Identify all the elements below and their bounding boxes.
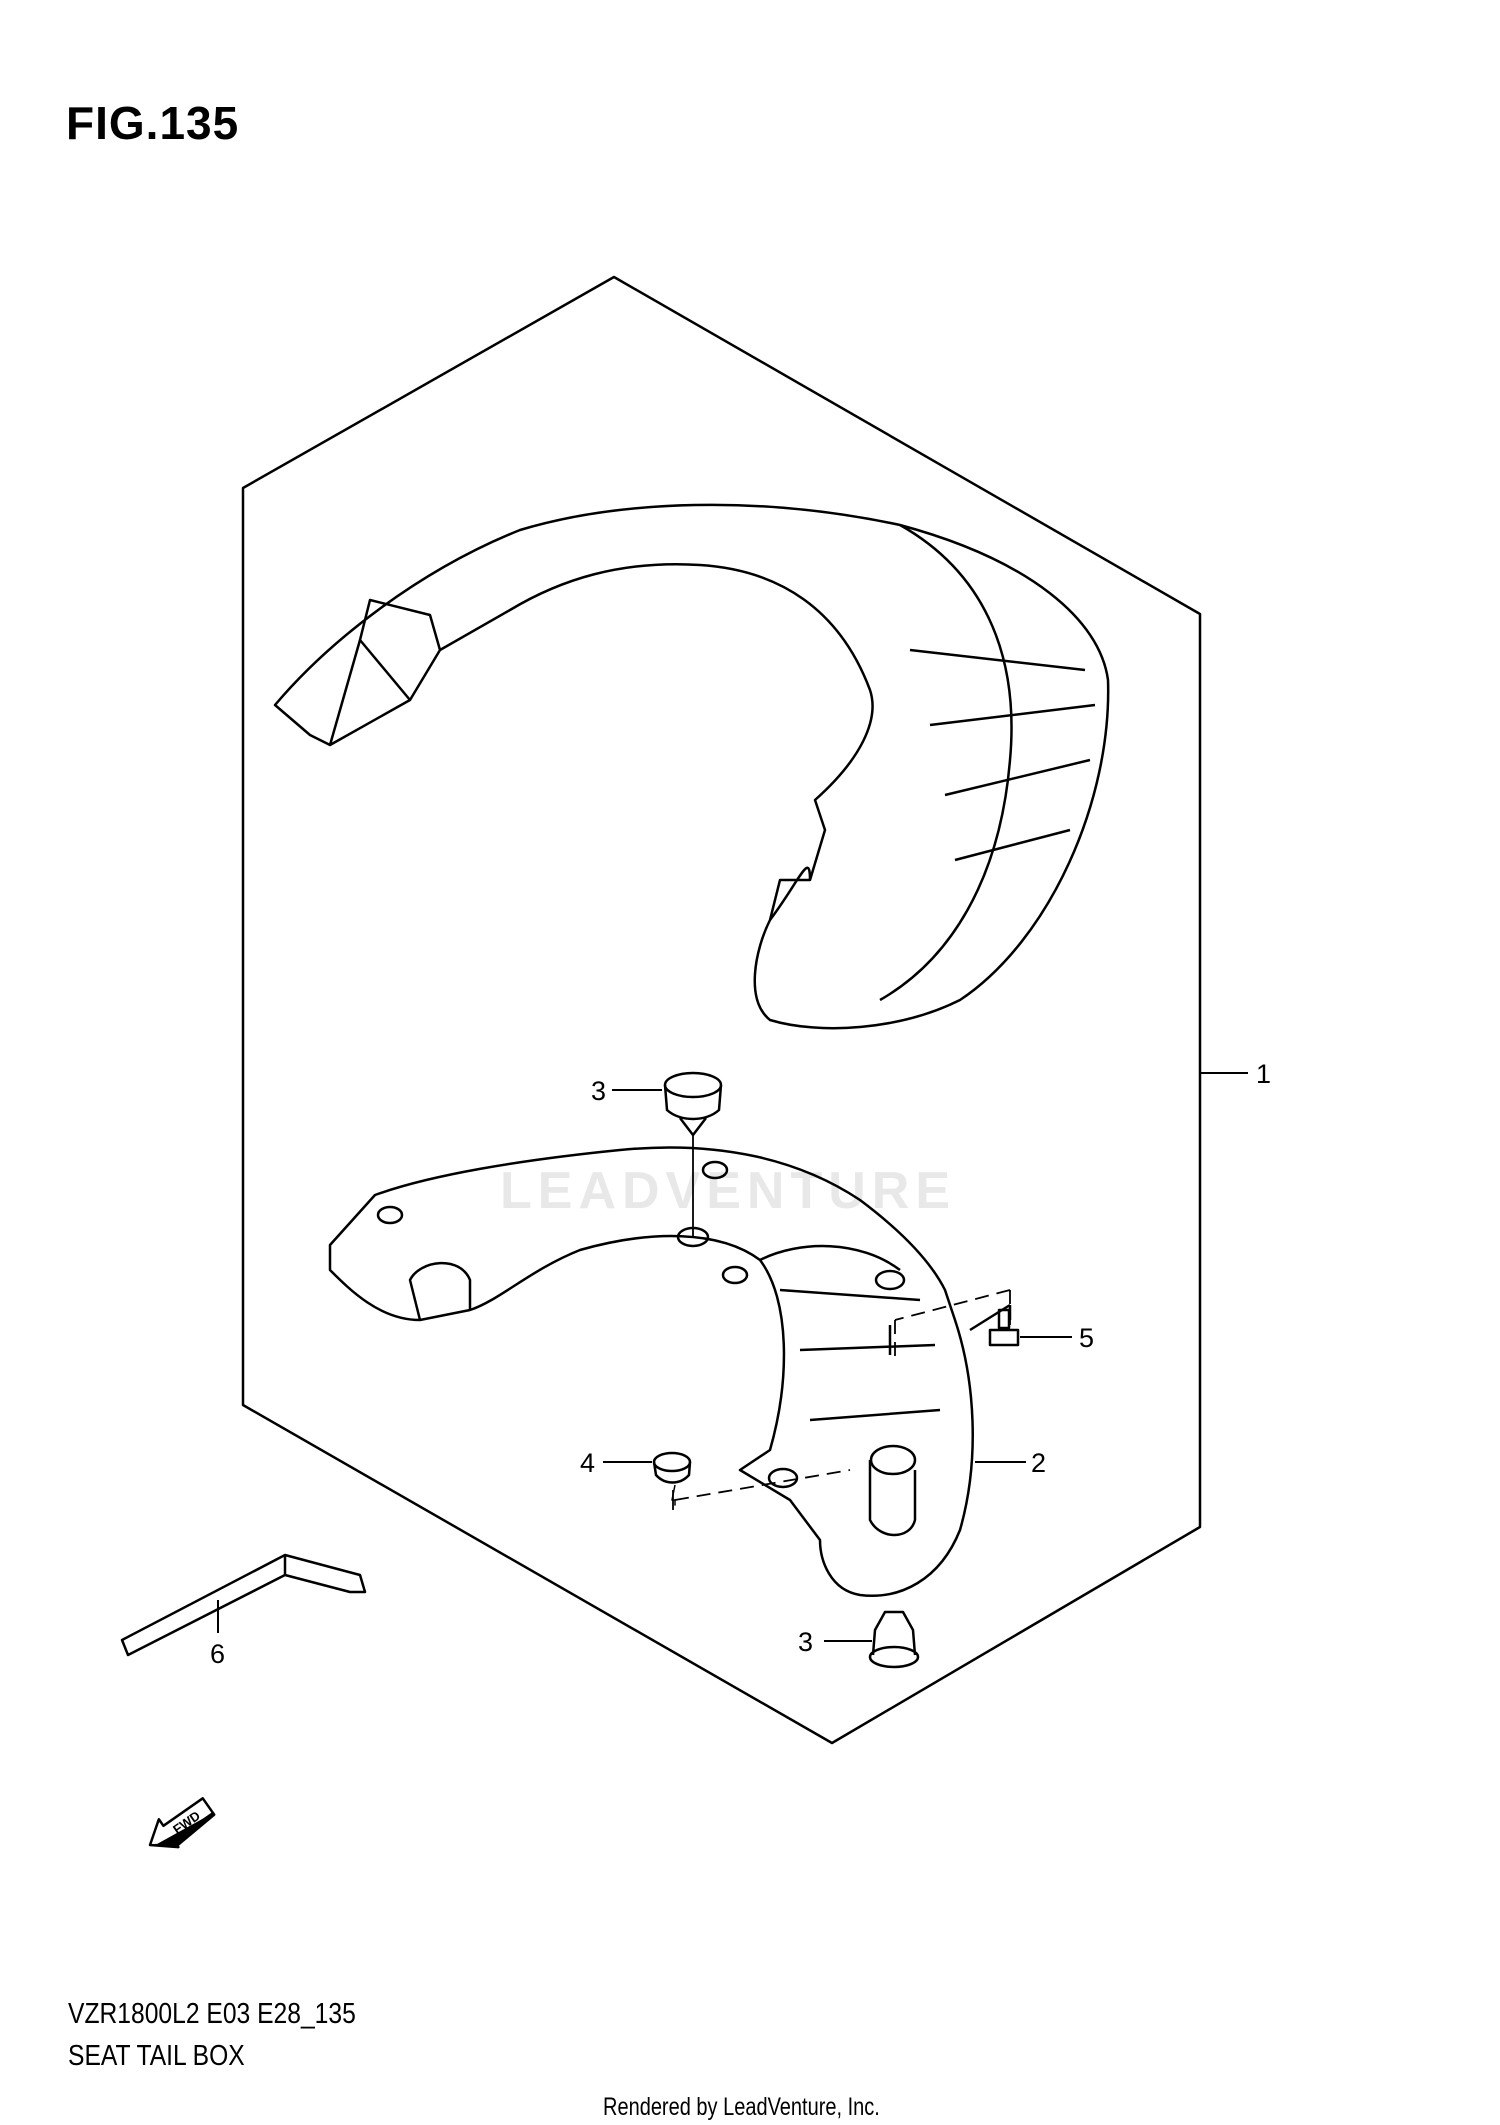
- callout-1: 1: [1256, 1059, 1271, 1089]
- cushion-upper: [663, 1071, 723, 1237]
- grommet: [652, 1451, 851, 1510]
- bolt: [894, 1289, 1020, 1360]
- tail-box-cover: [273, 503, 1110, 1030]
- mounting-bracket: [328, 1146, 1012, 1597]
- callout-3-lower: 3: [798, 1627, 813, 1657]
- render-credit: Rendered by LeadVenture, Inc.: [603, 2093, 880, 2121]
- forward-arrow-icon: FWD: [148, 1797, 216, 1849]
- callout-5: 5: [1079, 1323, 1094, 1353]
- callout-3-upper: 3: [591, 1076, 606, 1106]
- model-code: VZR1800L2 E03 E28_135: [68, 1998, 356, 2030]
- figure-label: FIG.135: [66, 97, 240, 149]
- hex-key-wrench: [120, 1553, 367, 1657]
- section-title: SEAT TAIL BOX: [68, 2040, 245, 2072]
- assembly-outline: [241, 275, 1202, 1745]
- callout-6: 6: [210, 1639, 225, 1669]
- callout-4: 4: [580, 1448, 595, 1478]
- callout-2: 2: [1031, 1448, 1046, 1478]
- cushion-lower: [868, 1610, 920, 1669]
